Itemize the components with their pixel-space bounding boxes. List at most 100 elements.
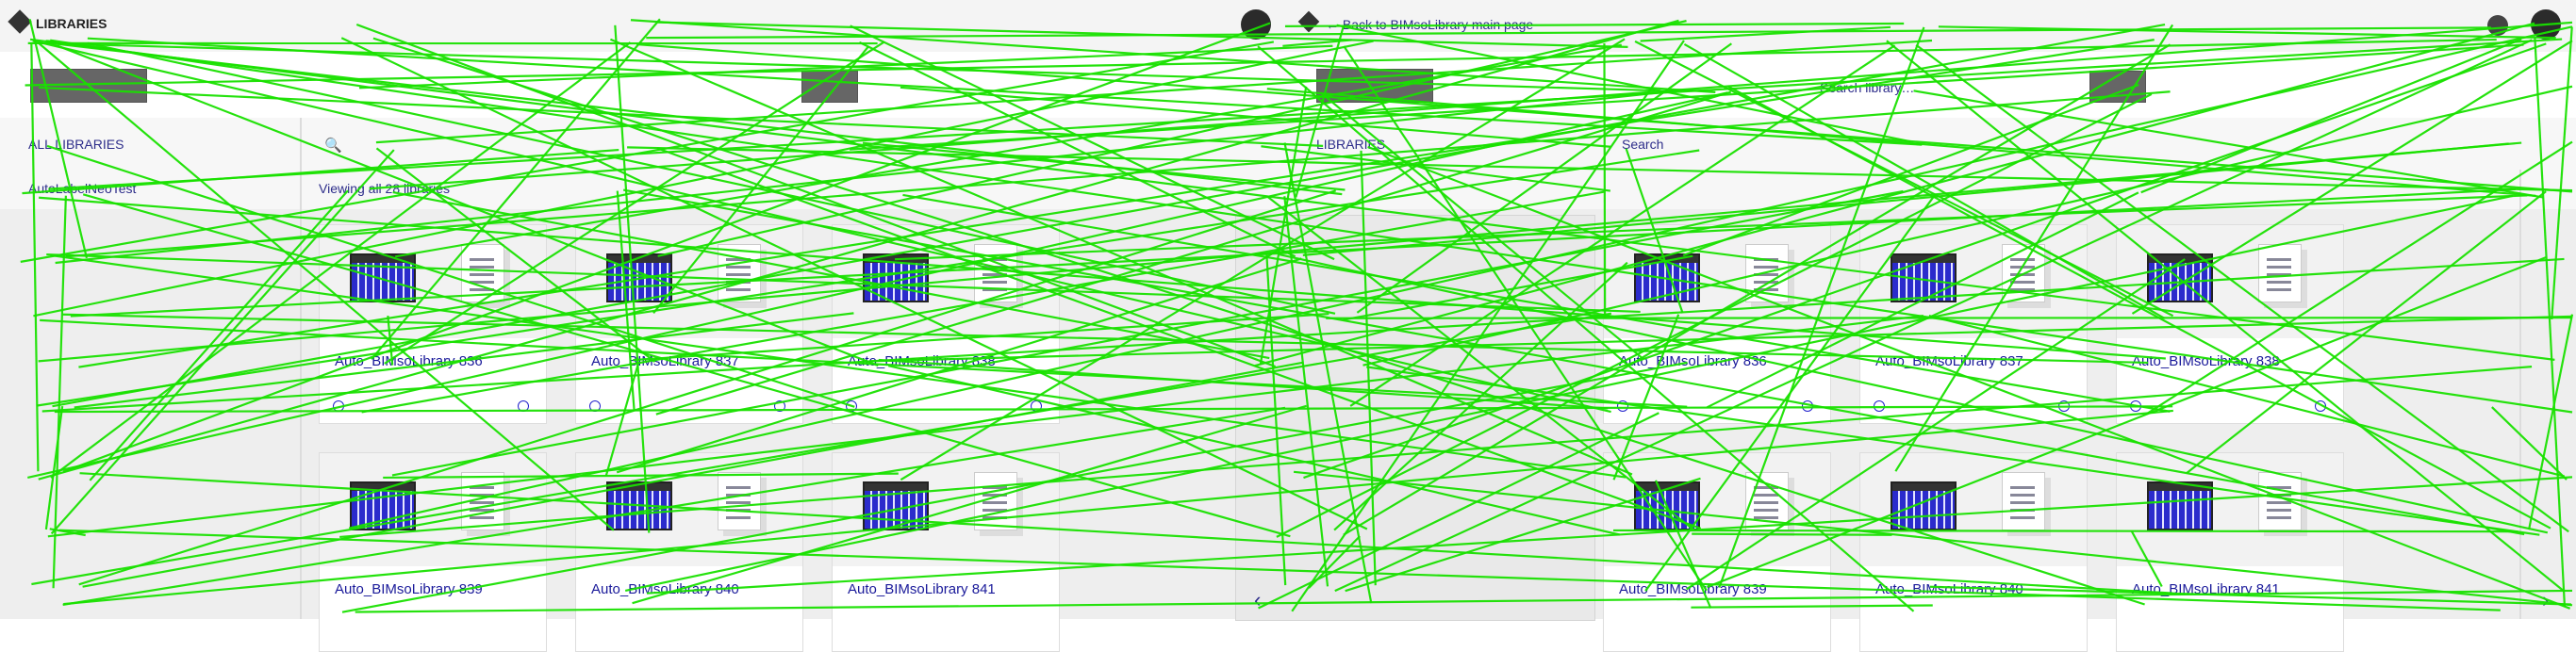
back-link[interactable]: ← Back to BIMsoLibrary main page [1326, 17, 1533, 32]
document-icon [718, 472, 761, 530]
library-card[interactable]: Auto_BIMsoLibrary 841 [2116, 452, 2344, 652]
spreadsheet-icon [863, 253, 929, 302]
all-libraries-label[interactable]: ALL LIBRARIES [28, 137, 124, 152]
card-title[interactable]: Auto_BIMsoLibrary 837 [1875, 353, 2023, 369]
prev-page-button[interactable]: ‹ [1254, 588, 1261, 612]
sort-tab[interactable] [1316, 69, 1433, 103]
notification-icon[interactable] [2487, 15, 2508, 36]
card-footer [1604, 566, 1830, 651]
app-title: LIBRARIES [36, 16, 107, 31]
card-title[interactable]: Auto_BIMsoLibrary 838 [2132, 353, 2280, 369]
favorite-icon[interactable] [2130, 400, 2141, 412]
search-label: Search [1622, 137, 1663, 152]
library-card[interactable]: Auto_BIMsoLibrary 836 [1603, 224, 1831, 424]
share-icon[interactable] [518, 400, 529, 412]
spreadsheet-icon [2147, 253, 2213, 302]
card-footer [833, 338, 1059, 423]
spreadsheet-icon [2147, 481, 2213, 530]
card-footer [2117, 566, 2343, 651]
spreadsheet-icon [1634, 481, 1700, 530]
card-title[interactable]: Auto_BIMsoLibrary 839 [335, 581, 483, 597]
library-thumbnail [2117, 453, 2343, 566]
card-title[interactable]: Auto_BIMsoLibrary 836 [335, 353, 483, 369]
library-card[interactable]: Auto_BIMsoLibrary 837 [1859, 224, 2088, 424]
card-title[interactable]: Auto_BIMsoLibrary 841 [848, 581, 996, 597]
share-icon[interactable] [1802, 400, 1813, 412]
document-icon [974, 244, 1017, 302]
spreadsheet-icon [606, 253, 672, 302]
card-title[interactable]: Auto_BIMsoLibrary 836 [1619, 353, 1767, 369]
share-icon[interactable] [2315, 400, 2326, 412]
share-icon[interactable] [2058, 400, 2070, 412]
library-card[interactable]: Auto_BIMsoLibrary 837 [575, 224, 803, 424]
document-icon [974, 472, 1017, 530]
share-icon[interactable] [1031, 400, 1042, 412]
document-icon [2002, 472, 2045, 530]
card-footer [320, 338, 546, 423]
library-thumbnail [1604, 453, 1830, 566]
view-count-label: Viewing all 28 libraries [319, 181, 450, 196]
favorite-icon[interactable] [846, 400, 857, 412]
sidebar-divider [300, 118, 302, 619]
library-thumbnail [1604, 225, 1830, 338]
document-icon [718, 244, 761, 302]
library-card[interactable]: Auto_BIMsoLibrary 840 [575, 452, 803, 652]
filter-row: ALL LIBRARIES 🔍 LIBRARIES Search [0, 118, 2576, 171]
library-card[interactable]: Auto_BIMsoLibrary 840 [1859, 452, 2088, 652]
card-title[interactable]: Auto_BIMsoLibrary 837 [591, 353, 739, 369]
card-title[interactable]: Auto_BIMsoLibrary 841 [2132, 581, 2280, 597]
favorite-icon[interactable] [1874, 400, 1885, 412]
library-thumbnail [320, 225, 546, 338]
toolbar: Search library… [0, 52, 2576, 119]
favorite-icon[interactable] [1617, 400, 1628, 412]
menu-icon[interactable] [8, 9, 31, 33]
spreadsheet-icon [1891, 481, 1957, 530]
library-card[interactable]: Auto_BIMsoLibrary 841 [832, 452, 1060, 652]
user-avatar[interactable] [2531, 9, 2561, 40]
card-footer [576, 566, 802, 651]
sub-filter-label[interactable]: AutoLabelNeoTest [28, 181, 136, 196]
library-card[interactable]: Auto_BIMsoLibrary 839 [1603, 452, 1831, 652]
card-footer [1604, 338, 1830, 423]
library-thumbnail [576, 453, 802, 566]
card-title[interactable]: Auto_BIMsoLibrary 838 [848, 353, 996, 369]
library-card[interactable]: Auto_BIMsoLibrary 836 [319, 224, 547, 424]
spreadsheet-icon [606, 481, 672, 530]
card-title[interactable]: Auto_BIMsoLibrary 840 [1875, 581, 2023, 597]
bookmark-icon[interactable] [1298, 11, 1320, 33]
library-thumbnail [1860, 453, 2087, 566]
favorite-icon[interactable] [333, 400, 344, 412]
card-footer [833, 566, 1059, 651]
document-icon [1745, 472, 1789, 530]
card-footer [2117, 338, 2343, 423]
spreadsheet-icon [350, 481, 416, 530]
library-card[interactable]: Auto_BIMsoLibrary 838 [832, 224, 1060, 424]
top-header: LIBRARIES ← Back to BIMsoLibrary main pa… [0, 0, 2576, 53]
library-card[interactable]: Auto_BIMsoLibrary 839 [319, 452, 547, 652]
card-footer [1860, 338, 2087, 423]
document-icon [1745, 244, 1789, 302]
spreadsheet-icon [863, 481, 929, 530]
document-icon [461, 244, 504, 302]
card-title[interactable]: Auto_BIMsoLibrary 839 [1619, 581, 1767, 597]
library-tab[interactable] [30, 69, 147, 103]
favorite-icon[interactable] [589, 400, 601, 412]
card-footer [1860, 566, 2087, 651]
right-divider [2519, 170, 2521, 619]
next-page-button[interactable]: › [2542, 588, 2549, 612]
card-title[interactable]: Auto_BIMsoLibrary 840 [591, 581, 739, 597]
search-button[interactable] [2089, 71, 2146, 103]
document-icon [2258, 472, 2302, 530]
spreadsheet-icon [1634, 253, 1700, 302]
library-thumbnail [833, 453, 1059, 566]
share-icon[interactable] [774, 400, 785, 412]
library-thumbnail [320, 453, 546, 566]
library-thumbnail [1860, 225, 2087, 338]
spreadsheet-icon [350, 253, 416, 302]
filter-tab[interactable] [801, 71, 858, 103]
user-avatar-left[interactable] [1241, 9, 1271, 40]
search-icon[interactable]: 🔍 [324, 137, 342, 154]
library-card[interactable]: Auto_BIMsoLibrary 838 [2116, 224, 2344, 424]
document-icon [461, 472, 504, 530]
search-input[interactable]: Search library… [1820, 80, 1914, 95]
